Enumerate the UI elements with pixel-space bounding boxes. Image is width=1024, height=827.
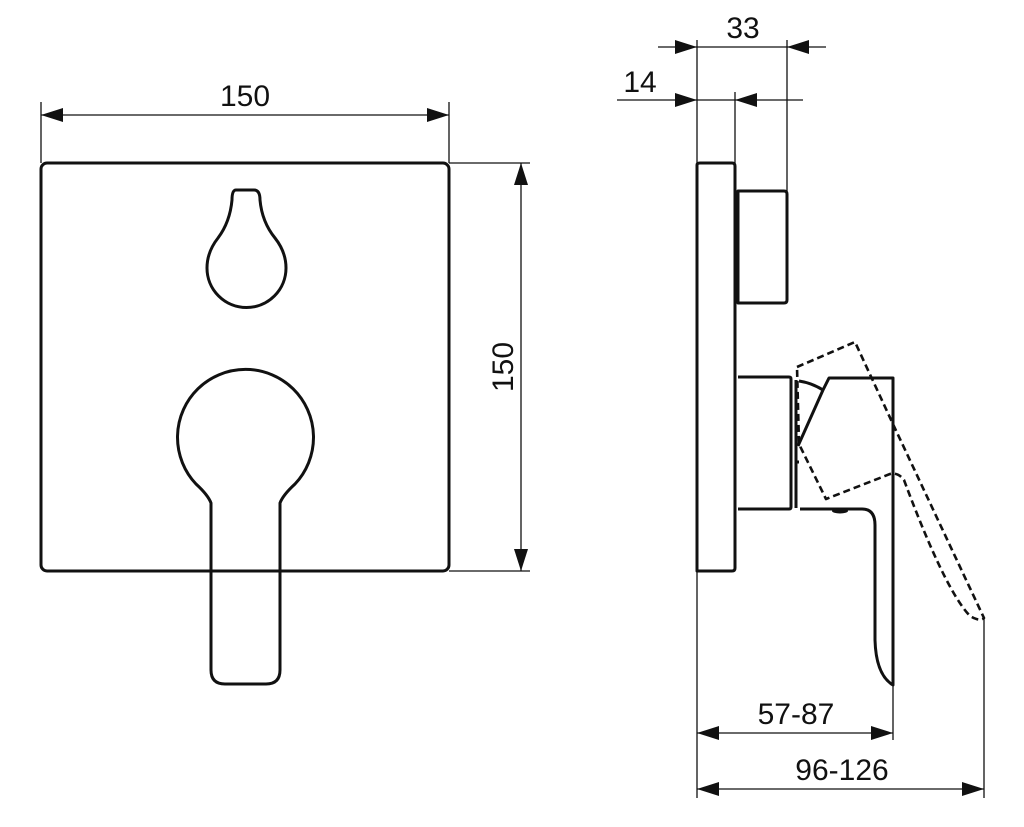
cover-plate — [39, 161, 451, 573]
dimension-96-126: 96-126 — [697, 618, 985, 798]
teardrop-opening — [205, 188, 288, 309]
lever-alternate-position — [795, 340, 986, 621]
width-dimension: 150 — [40, 80, 450, 163]
dim-33-label: 33 — [726, 12, 759, 45]
width-label: 150 — [220, 80, 270, 113]
dimension-14: 14 — [617, 66, 803, 163]
side-view: 33 14 57-87 — [617, 12, 986, 798]
diverter-knob — [736, 189, 789, 305]
dim-96-126-label: 96-126 — [795, 754, 888, 787]
cover-plate-side — [695, 161, 737, 573]
height-dimension: 150 — [449, 162, 530, 572]
handle-body — [738, 375, 793, 511]
lever-handle-front — [176, 367, 315, 686]
dim-14-label: 14 — [623, 66, 656, 99]
lever-handle-side — [796, 376, 895, 687]
dim-57-87-label: 57-87 — [758, 698, 835, 731]
height-label: 150 — [487, 342, 520, 392]
dimension-57-87: 57-87 — [696, 571, 894, 798]
dimension-33: 33 — [658, 12, 826, 191]
front-view: 150 150 — [39, 80, 530, 686]
